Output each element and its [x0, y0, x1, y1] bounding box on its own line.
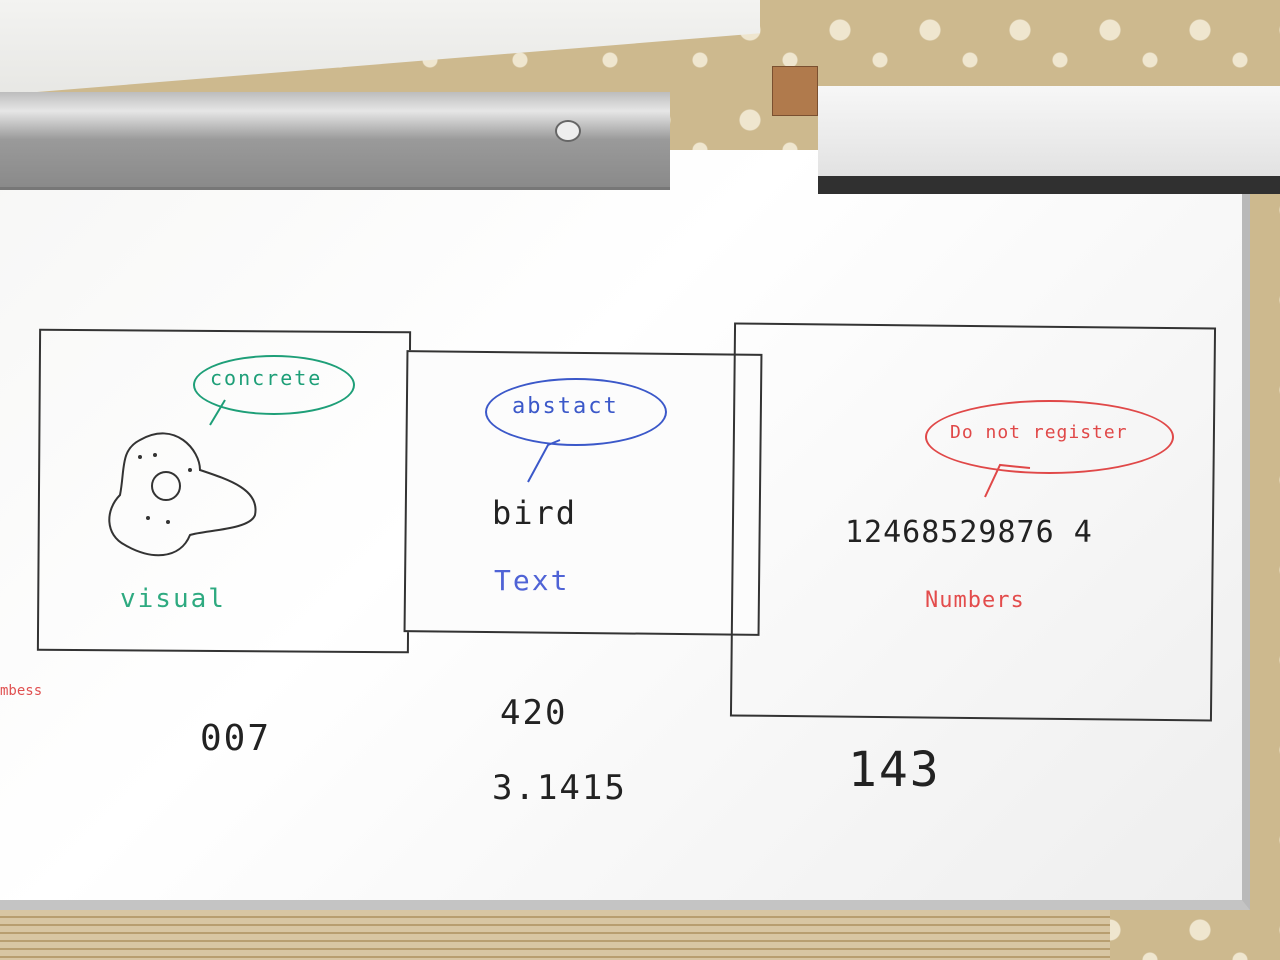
label-numbers: Numbers: [925, 588, 1025, 613]
label-text: Text: [494, 564, 570, 597]
speech-bubble-abstact: [485, 378, 667, 446]
number-007: 007: [200, 718, 272, 759]
speech-text-abstact: abstact: [512, 394, 619, 419]
number-143: 143: [848, 742, 941, 798]
window-blinds: [0, 910, 1110, 960]
number-3-1415: 3.1415: [492, 768, 627, 808]
speech-bubble-do-not-register: [925, 400, 1174, 474]
wood-block: [772, 66, 818, 116]
speech-text-concrete: concrete: [210, 366, 323, 390]
number-420: 420: [500, 693, 568, 733]
whiteboard: [0, 150, 1250, 910]
light-rail: [0, 92, 670, 190]
projector-screen: [818, 86, 1280, 194]
speech-text-do-not-register: Do not register: [950, 422, 1128, 443]
rail-switch: [555, 120, 581, 142]
edge-scribble: mbess: [0, 683, 43, 699]
label-visual: visual: [120, 584, 226, 614]
speech-bubble-concrete: [193, 355, 355, 415]
word-bird: bird: [492, 494, 578, 532]
long-number: 12468529876 4: [845, 515, 1093, 550]
